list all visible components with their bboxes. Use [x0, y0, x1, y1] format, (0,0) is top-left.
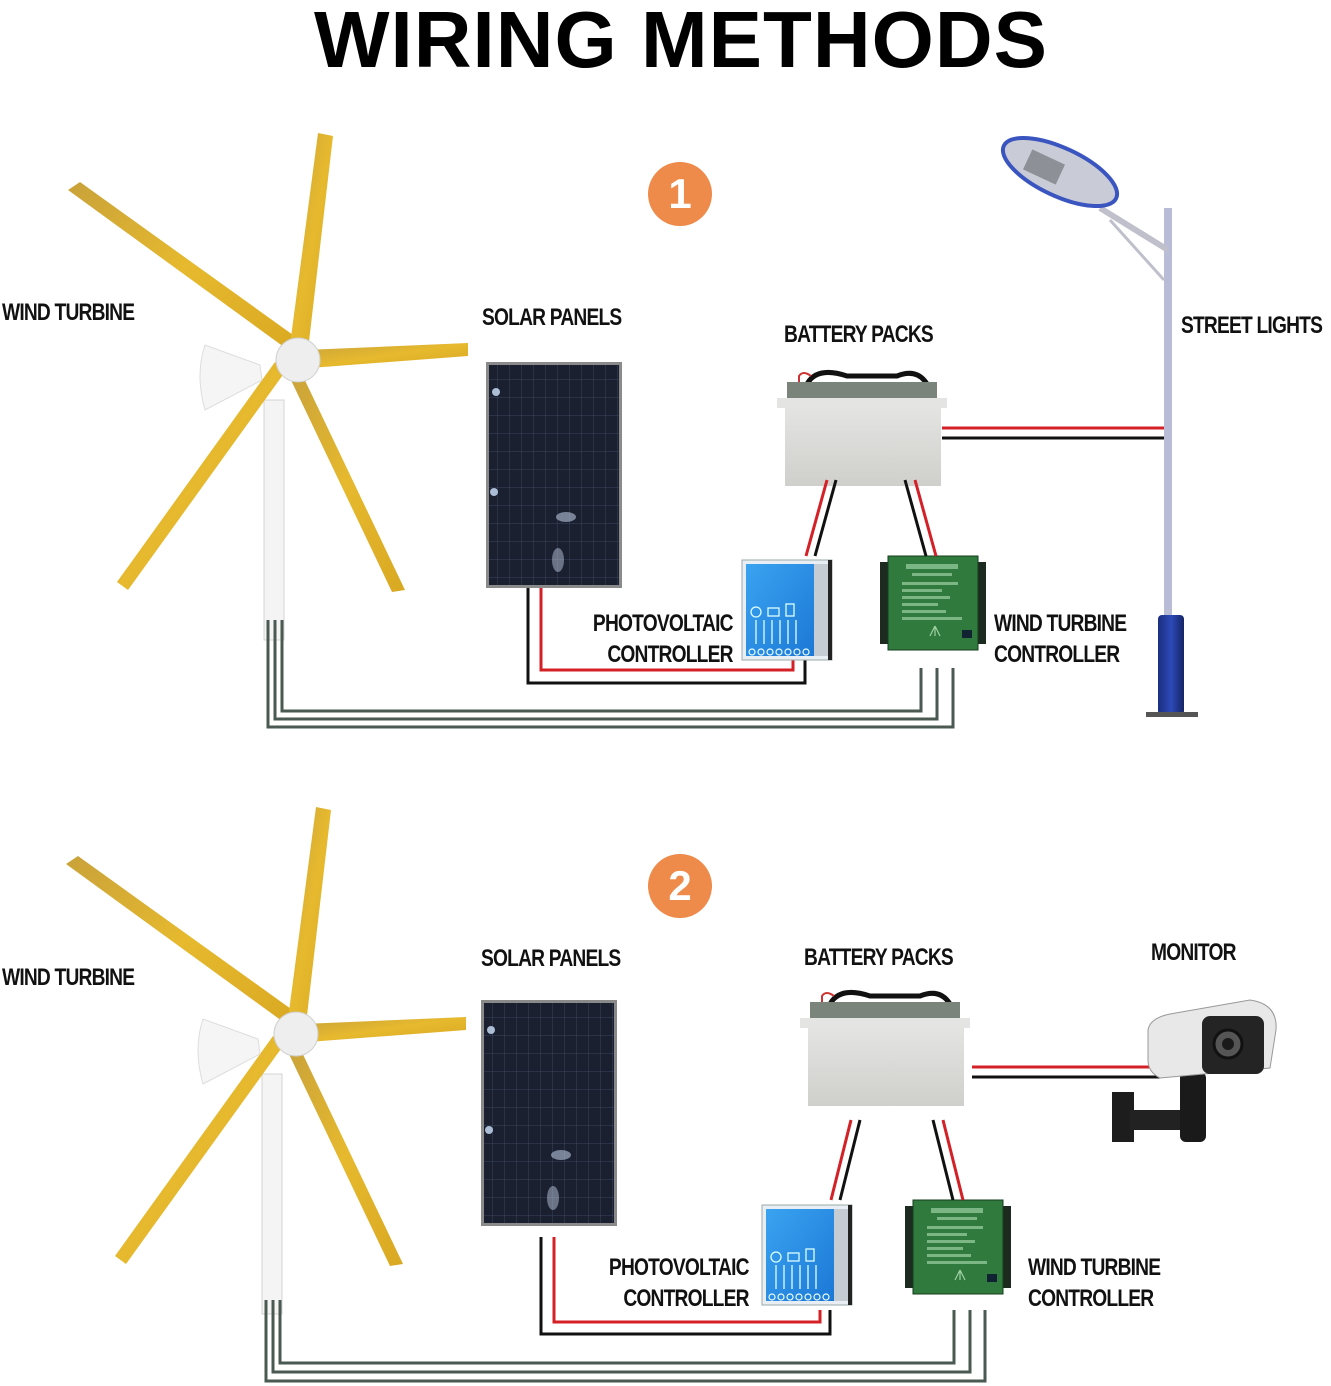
solar-panel-icon	[486, 362, 622, 588]
label-pv-controller-line2: CONTROLLER	[607, 641, 734, 668]
label-wind-turbine: WIND TURBINE	[2, 964, 135, 991]
step-badge-1: 1	[648, 162, 712, 226]
label-wind-turbine: WIND TURBINE	[2, 299, 135, 326]
label-solar-panels: SOLAR PANELS	[481, 945, 621, 972]
battery-icon	[777, 372, 947, 486]
battery-icon	[800, 992, 970, 1106]
label-pv-controller-line2: CONTROLLER	[623, 1285, 750, 1312]
label-wind-controller-line2: CONTROLLER	[994, 641, 1120, 668]
wind-controller-icon	[904, 1199, 1012, 1295]
label-wind-controller-line2: CONTROLLER	[1028, 1285, 1154, 1312]
solar-panel-icon	[481, 1000, 617, 1226]
label-battery-packs: BATTERY PACKS	[784, 321, 934, 348]
step-badge-2: 2	[648, 854, 712, 918]
label-pv-controller-line1: PHOTOVOLTAIC	[609, 1254, 750, 1281]
label-pv-controller-line1: PHOTOVOLTAIC	[593, 610, 734, 637]
label-wind-controller-line1: WIND TURBINE	[994, 610, 1127, 637]
wind-turbine-icon	[65, 806, 467, 1315]
diagram-2-graphics	[65, 806, 1277, 1383]
street-light-icon	[1000, 135, 1198, 717]
pv-controller-icon	[741, 559, 833, 661]
label-monitor: MONITOR	[1151, 939, 1237, 966]
label-battery-packs: BATTERY PACKS	[804, 944, 954, 971]
diagram-1-graphics	[67, 132, 1198, 729]
label-wind-controller-line1: WIND TURBINE	[1028, 1254, 1161, 1281]
page-title: WIRING METHODS	[314, 0, 1048, 84]
pv-controller-icon	[761, 1204, 853, 1306]
label-solar-panels: SOLAR PANELS	[482, 304, 622, 331]
wind-turbine-icon	[67, 132, 469, 641]
monitor-camera-icon	[1112, 999, 1277, 1142]
wind-controller-icon	[879, 555, 987, 651]
label-street-lights: STREET LIGHTS	[1181, 312, 1323, 339]
